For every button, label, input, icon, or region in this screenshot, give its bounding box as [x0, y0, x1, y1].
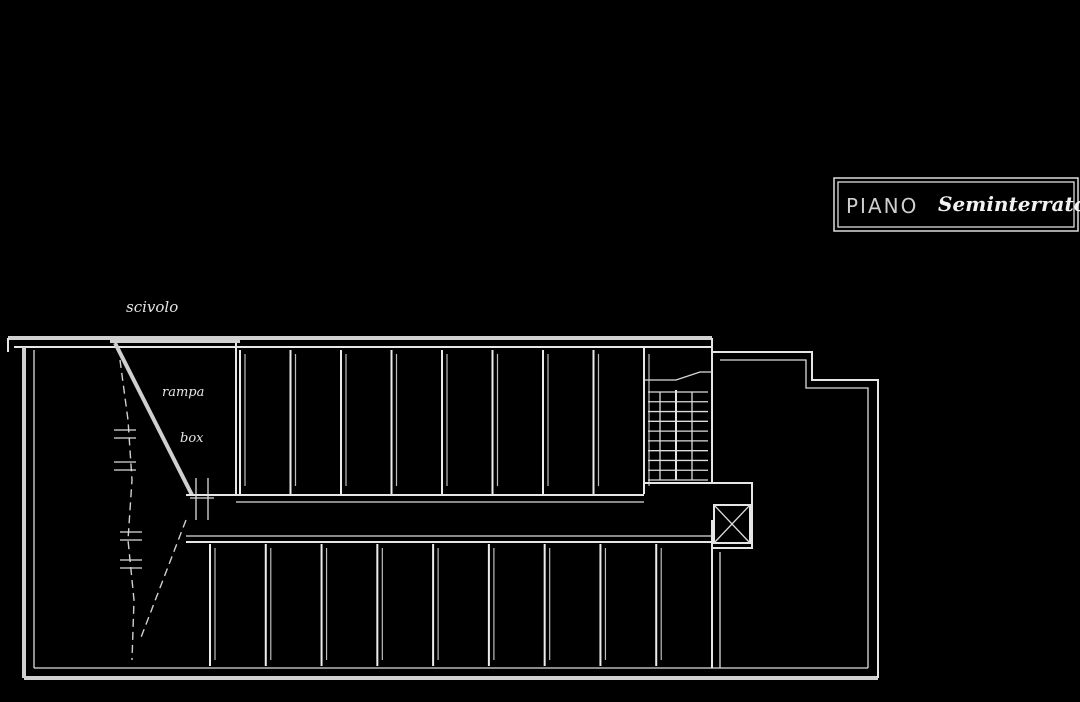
elevator-cab — [713, 504, 751, 544]
stair-steps — [648, 391, 708, 481]
title-handwritten: Seminterrato — [938, 192, 1080, 216]
ramp — [110, 339, 240, 661]
ramp-dashed-guide — [119, 359, 135, 661]
label-ramp-bottom: box — [180, 431, 204, 446]
title-prefix: PIANO — [846, 194, 918, 218]
label-entrance: scivolo — [126, 298, 178, 316]
title-block: PIANO Seminterrato — [833, 177, 1080, 232]
elevator-shaft — [712, 482, 753, 549]
door-symbol — [190, 478, 214, 520]
title-block-inner-frame — [837, 181, 1075, 228]
central-aisle — [186, 494, 712, 543]
column-marks — [114, 429, 142, 569]
title-block-frame — [833, 177, 1079, 232]
stairwell-frame — [643, 346, 713, 484]
lower-parking-stalls — [209, 544, 662, 666]
label-ramp-top: rampa — [162, 385, 204, 400]
ramp-diagonal — [113, 342, 194, 496]
stairwell — [643, 346, 713, 484]
upper-parking-stalls — [239, 350, 650, 494]
